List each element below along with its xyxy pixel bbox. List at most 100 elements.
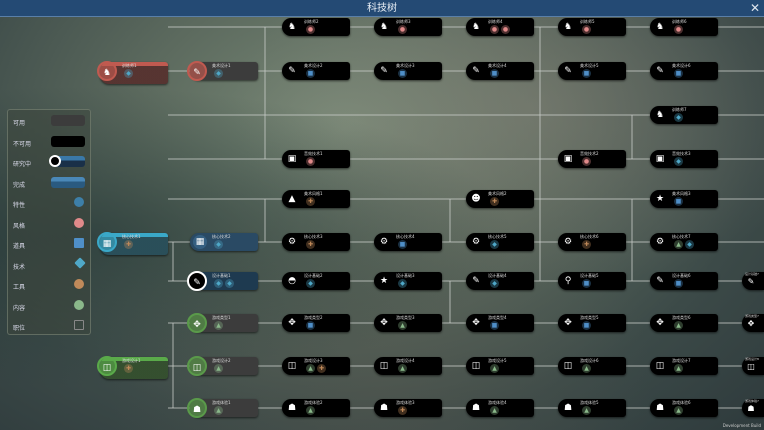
tech-node[interactable]: ☗游戏体验4▲ [466,399,534,417]
node-label: 游戏类型3 [396,315,415,320]
tech-node[interactable]: ▦核心技术2◆ [190,233,258,251]
legend-label: 完成 [13,181,26,189]
tech-node[interactable]: ✥游戏类型3▲ [374,314,442,332]
head-icon: ☗ [187,398,207,418]
tech-node[interactable]: ◫游戏设计5▲ [466,357,534,375]
tech-node[interactable]: ♞训练师5● [558,18,626,36]
item-icon: ■ [674,69,683,78]
tech-node[interactable]: ⚙核心技术6✚ [558,233,626,251]
tech-node[interactable]: ✎美术设计3■ [374,62,442,80]
square-icon: ◫ [379,361,389,371]
node-label: 游戏设计5 [488,358,507,363]
tech-node[interactable]: ✎美术设计1◆ [187,61,258,81]
tech-node[interactable]: ♞训练师7◆ [650,106,718,124]
node-label: 训练师6 [672,19,687,24]
square-icon: ◫ [747,362,755,371]
tech-node[interactable]: ◫游戏设计3▲✚ [282,357,350,375]
horse-icon: ♞ [563,22,573,32]
node-label: 游戏体验6 [672,400,691,405]
pad-icon: ✥ [564,318,572,328]
pen-icon: ✎ [564,66,572,76]
cube-icon: ▣ [287,154,297,164]
tech-node[interactable]: ☗游戏体验7 [742,399,764,417]
tech-node[interactable]: ♞训练师4●● [466,18,534,36]
pen-icon: ✎ [187,61,207,81]
node-label: 设计基础5 [580,273,599,278]
tech-node[interactable]: ☗游戏体验3✚ [374,399,442,417]
tech-node[interactable]: ✥游戏类型1▲ [187,313,258,333]
tech-node[interactable]: ◫游戏设计2▲ [187,356,258,376]
tech-node[interactable]: ◓设计基础2◆ [282,272,350,290]
tech-node[interactable]: ✥游戏类型7 [742,314,764,332]
pen-icon: ✎ [747,277,755,286]
tech-node[interactable]: ☗游戏体验2▲ [282,399,350,417]
tech-node[interactable]: ⚲设计基础5■ [558,272,626,290]
node-label: 美术设计2 [304,63,323,68]
node-label: 设计基础1 [212,273,231,278]
tech-node[interactable]: ★设计基础3◆ [374,272,442,290]
tech-node[interactable]: ✥游戏类型4■ [466,314,534,332]
legend-swatch-completed [51,176,85,188]
tech-node[interactable]: ✥游戏类型2■ [282,314,350,332]
tech-node[interactable]: ◫游戏设计6▲ [558,357,626,375]
close-icon[interactable]: ✕ [749,1,760,15]
tech-node[interactable]: ♞训练师3● [374,18,442,36]
node-label: 美术风格3 [672,191,691,196]
tech-node[interactable]: ▲美术风格1✚ [282,190,350,208]
node-label: 游戏类型7 [745,314,759,318]
window-title: 科技树 [367,3,397,14]
node-label: 美术设计5 [580,63,599,68]
tech-node[interactable]: ☗游戏体验6▲ [650,399,718,417]
tech-node[interactable]: ☻美术风格2✚ [466,190,534,208]
tech-node[interactable]: ✎美术设计4■ [466,62,534,80]
tech-node[interactable]: ⚙核心技术4■ [374,233,442,251]
tech-node[interactable]: ☗游戏体验5▲ [558,399,626,417]
legend-swatch-available [51,115,85,126]
style-icon: ● [501,25,510,34]
horse-icon: ♞ [379,22,389,32]
tech-node[interactable]: ◫游戏设计8 [742,357,764,375]
trait-icon [74,197,84,207]
pen-icon: ✎ [380,66,388,76]
item-icon: ■ [582,321,591,330]
node-label: 训练师2 [304,19,319,24]
tech-node[interactable]: ✎美术设计2■ [282,62,350,80]
item-icon: ■ [674,197,683,206]
tech-node[interactable]: ★ 美术风格3■ [650,190,718,208]
style-icon: ● [582,157,591,166]
tech-node[interactable]: ✎美术设计6■ [650,62,718,80]
tech-node[interactable]: ⚙核心技术7▲◆ [650,233,718,251]
star-icon: ★ [655,194,665,204]
tech-node[interactable]: ⚙核心技术3✚ [282,233,350,251]
tech-node[interactable]: ✥游戏类型5■ [558,314,626,332]
tech-node[interactable]: ✎设计基础7 [742,272,764,290]
tech-node[interactable]: ♞训练师2● [282,18,350,36]
style-icon: ● [674,25,683,34]
tech-node[interactable]: ✎设计基础6■ [650,272,718,290]
square-icon: ◫ [287,361,297,371]
style-icon: ● [582,25,591,34]
tech-node[interactable]: ◫游戏设计4▲ [374,357,442,375]
node-label: 美术设计3 [396,63,415,68]
content-icon: ▲ [398,364,407,373]
legend-label: 职位 [13,325,26,332]
legend-label: 研究中 [13,161,32,168]
node-label: 游戏体验7 [745,399,759,403]
tech-node[interactable]: ☗游戏体验1▲ [187,398,258,418]
tech-node[interactable]: ✥游戏类型6▲ [650,314,718,332]
tech-node[interactable]: ⚙核心技术5◆ [466,233,534,251]
tech-node[interactable]: ▣音效技术2● [558,150,626,168]
tech-node[interactable]: ▣音效技术3◆ [650,150,718,168]
style-icon: ● [306,25,315,34]
tech-node[interactable]: ◫游戏设计1✚ [97,356,168,379]
tech-node[interactable]: ◫游戏设计7▲ [650,357,718,375]
tri-icon: ▲ [288,194,296,204]
tech-node[interactable]: ✎设计基础4◆ [466,272,534,290]
tech-node[interactable]: ✎设计基础1◆◆ [187,271,258,291]
tech-node[interactable]: ♞训练师6● [650,18,718,36]
tech-node[interactable]: ▦核心技术1✚ [97,232,168,255]
tech-node[interactable]: ♞训练师1◆ [97,61,168,84]
tech-node[interactable]: ✎美术设计5■ [558,62,626,80]
head-icon: ☗ [655,403,665,413]
tech-node[interactable]: ▣音效技术1● [282,150,350,168]
